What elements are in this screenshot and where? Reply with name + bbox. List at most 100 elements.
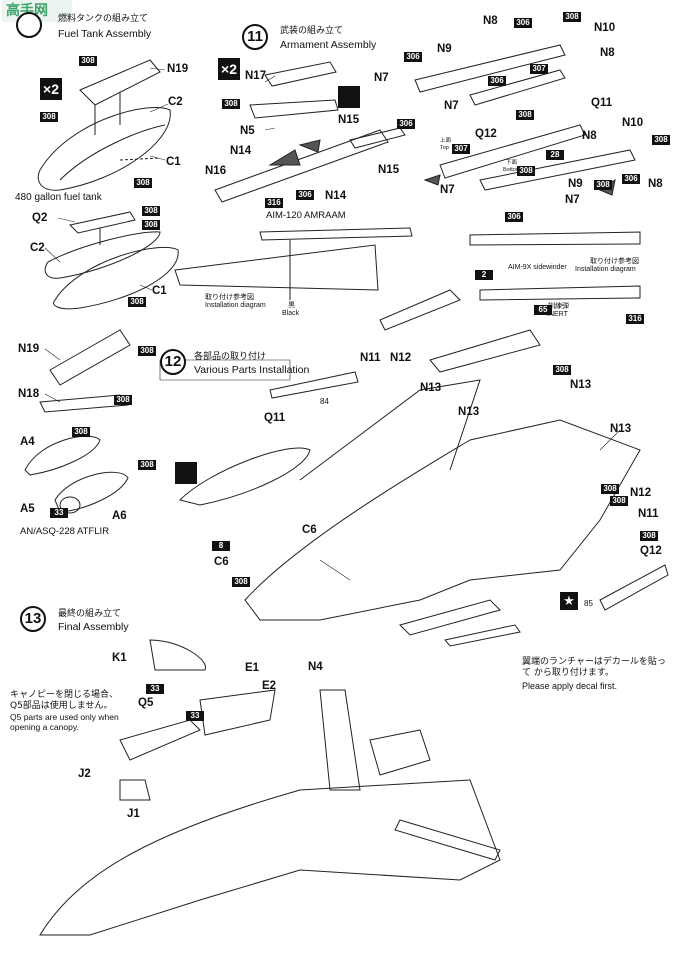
color-code: 306 bbox=[488, 76, 506, 86]
step-13-badge: 13 bbox=[20, 606, 46, 632]
color-code: 308 bbox=[652, 135, 670, 145]
part-E1: E1 bbox=[245, 662, 260, 674]
part-Q5: Q5 bbox=[138, 697, 154, 709]
part-N8a: N8 bbox=[483, 15, 498, 27]
black-en: Black bbox=[282, 310, 300, 317]
part-J1: J1 bbox=[127, 808, 140, 820]
aim9x-install-en: Installation diagram bbox=[575, 266, 636, 273]
part-N14b: N14 bbox=[325, 190, 347, 202]
part-N7c: N7 bbox=[440, 184, 455, 196]
color-code: 306 bbox=[514, 18, 532, 28]
part-N18: N18 bbox=[18, 388, 40, 400]
ref-85: 85 bbox=[584, 599, 593, 608]
amraam-install-ja: 取り付け参考図 bbox=[205, 294, 254, 301]
part-N13a: N13 bbox=[420, 382, 442, 394]
warning-icon bbox=[338, 86, 360, 108]
step-10-badge bbox=[16, 12, 42, 38]
color-code: 316 bbox=[626, 314, 644, 324]
part-E2: E2 bbox=[262, 680, 277, 692]
part-N13d: N13 bbox=[610, 423, 632, 435]
step-10-title-ja: 燃料タンクの組み立て bbox=[58, 14, 149, 24]
part-N10b: N10 bbox=[622, 117, 644, 129]
part-N7b: N7 bbox=[444, 100, 459, 112]
color-code: 308 bbox=[601, 484, 619, 494]
part-N4: N4 bbox=[308, 661, 323, 673]
black-ja: 黒 bbox=[288, 302, 295, 309]
inert-ja: 訓練弾 bbox=[548, 303, 569, 310]
fuel-tank-a-art bbox=[37, 59, 171, 191]
color-code: 316 bbox=[265, 198, 283, 208]
part-K1: K1 bbox=[112, 652, 127, 664]
decal-note-en: Please apply decal first. bbox=[522, 681, 618, 691]
step-12-badge: 12 bbox=[160, 349, 186, 375]
atflir-caption: AN/ASQ-228 ATFLIR bbox=[20, 526, 110, 537]
color-code: 308 bbox=[563, 12, 581, 22]
color-code: 308 bbox=[232, 577, 250, 587]
part-A6: A6 bbox=[112, 510, 127, 522]
ref-84: 84 bbox=[320, 397, 329, 406]
color-code: 306 bbox=[296, 190, 314, 200]
part-N12b: N12 bbox=[630, 487, 652, 499]
part-A5: A5 bbox=[20, 503, 35, 515]
fuel-tank-b-art bbox=[44, 211, 179, 310]
part-J2: J2 bbox=[78, 768, 91, 780]
color-code: 308 bbox=[594, 180, 612, 190]
pylon-and-pod-art bbox=[24, 329, 291, 514]
color-code: 308 bbox=[517, 166, 535, 176]
step-12-title-en: Various Parts Installation bbox=[194, 364, 310, 376]
decal-note-ja: 翼端のランチャーはデカールを貼って から取り付けます。 bbox=[522, 657, 666, 678]
step-10-x2-badge: ×2 bbox=[40, 78, 62, 100]
part-C1b: C1 bbox=[152, 285, 167, 297]
color-code: 308 bbox=[610, 496, 628, 506]
color-code: 308 bbox=[128, 297, 146, 307]
part-C2a: C2 bbox=[168, 96, 183, 108]
part-Q11a: Q11 bbox=[591, 97, 613, 109]
part-N15a: N15 bbox=[338, 114, 360, 126]
part-N10a: N10 bbox=[594, 22, 616, 34]
step-10-title-en: Fuel Tank Assembly bbox=[58, 28, 152, 40]
aim120-art bbox=[214, 61, 406, 203]
aim9x-caption: AIM-9X sidewinder bbox=[508, 264, 567, 271]
color-code: 308 bbox=[516, 110, 534, 120]
part-C6b: C6 bbox=[214, 556, 229, 568]
aircraft-step13-art bbox=[39, 639, 501, 936]
part-N17: N17 bbox=[245, 70, 267, 82]
step-11-x2-badge: ×2 bbox=[218, 58, 240, 80]
color-code: 308 bbox=[142, 206, 160, 216]
inert-en: INERT bbox=[547, 311, 568, 318]
part-A4: A4 bbox=[20, 436, 35, 448]
color-code: 8 bbox=[212, 541, 230, 551]
part-N15b: N15 bbox=[378, 164, 400, 176]
aim9x-install-ja: 取り付け参考図 bbox=[590, 258, 639, 265]
part-N19b: N19 bbox=[18, 343, 40, 355]
part-C6a: C6 bbox=[302, 524, 317, 536]
color-code: 306 bbox=[404, 52, 422, 62]
part-N19a: N19 bbox=[167, 63, 189, 75]
step-12-title-ja: 各部品の取り付け bbox=[194, 352, 267, 362]
color-code: 307 bbox=[530, 64, 548, 74]
top-en: Top bbox=[440, 145, 449, 151]
amraam-install-en: Installation diagram bbox=[205, 302, 266, 309]
color-code: 65 bbox=[534, 305, 552, 315]
color-code: 306 bbox=[505, 212, 523, 222]
warning-icon-2 bbox=[175, 462, 197, 484]
part-N5: N5 bbox=[240, 125, 255, 137]
color-code: 308 bbox=[72, 427, 90, 437]
color-code: 306 bbox=[397, 119, 415, 129]
color-code: 308 bbox=[553, 365, 571, 375]
bottom-en: Bottom bbox=[503, 167, 521, 173]
part-N11b: N11 bbox=[638, 508, 659, 520]
part-N7d: N7 bbox=[565, 194, 580, 206]
color-code: 33 bbox=[50, 508, 68, 518]
color-code: 308 bbox=[640, 531, 658, 541]
part-N9b: N9 bbox=[568, 178, 583, 190]
aircraft-step12-art bbox=[179, 289, 669, 647]
canopy-note-en: Q5 parts are used only when opening a ca… bbox=[10, 712, 119, 732]
canopy-note-ja: キャノピーを閉じる場合、Q5部品は使用しません。 bbox=[10, 690, 119, 711]
part-C2b: C2 bbox=[30, 242, 45, 254]
step-13-title-en: Final Assembly bbox=[58, 621, 129, 633]
part-Q12a: Q12 bbox=[475, 128, 497, 140]
part-N9a: N9 bbox=[437, 43, 452, 55]
step-11-badge: 11 bbox=[242, 24, 268, 50]
part-N7a: N7 bbox=[374, 72, 389, 84]
